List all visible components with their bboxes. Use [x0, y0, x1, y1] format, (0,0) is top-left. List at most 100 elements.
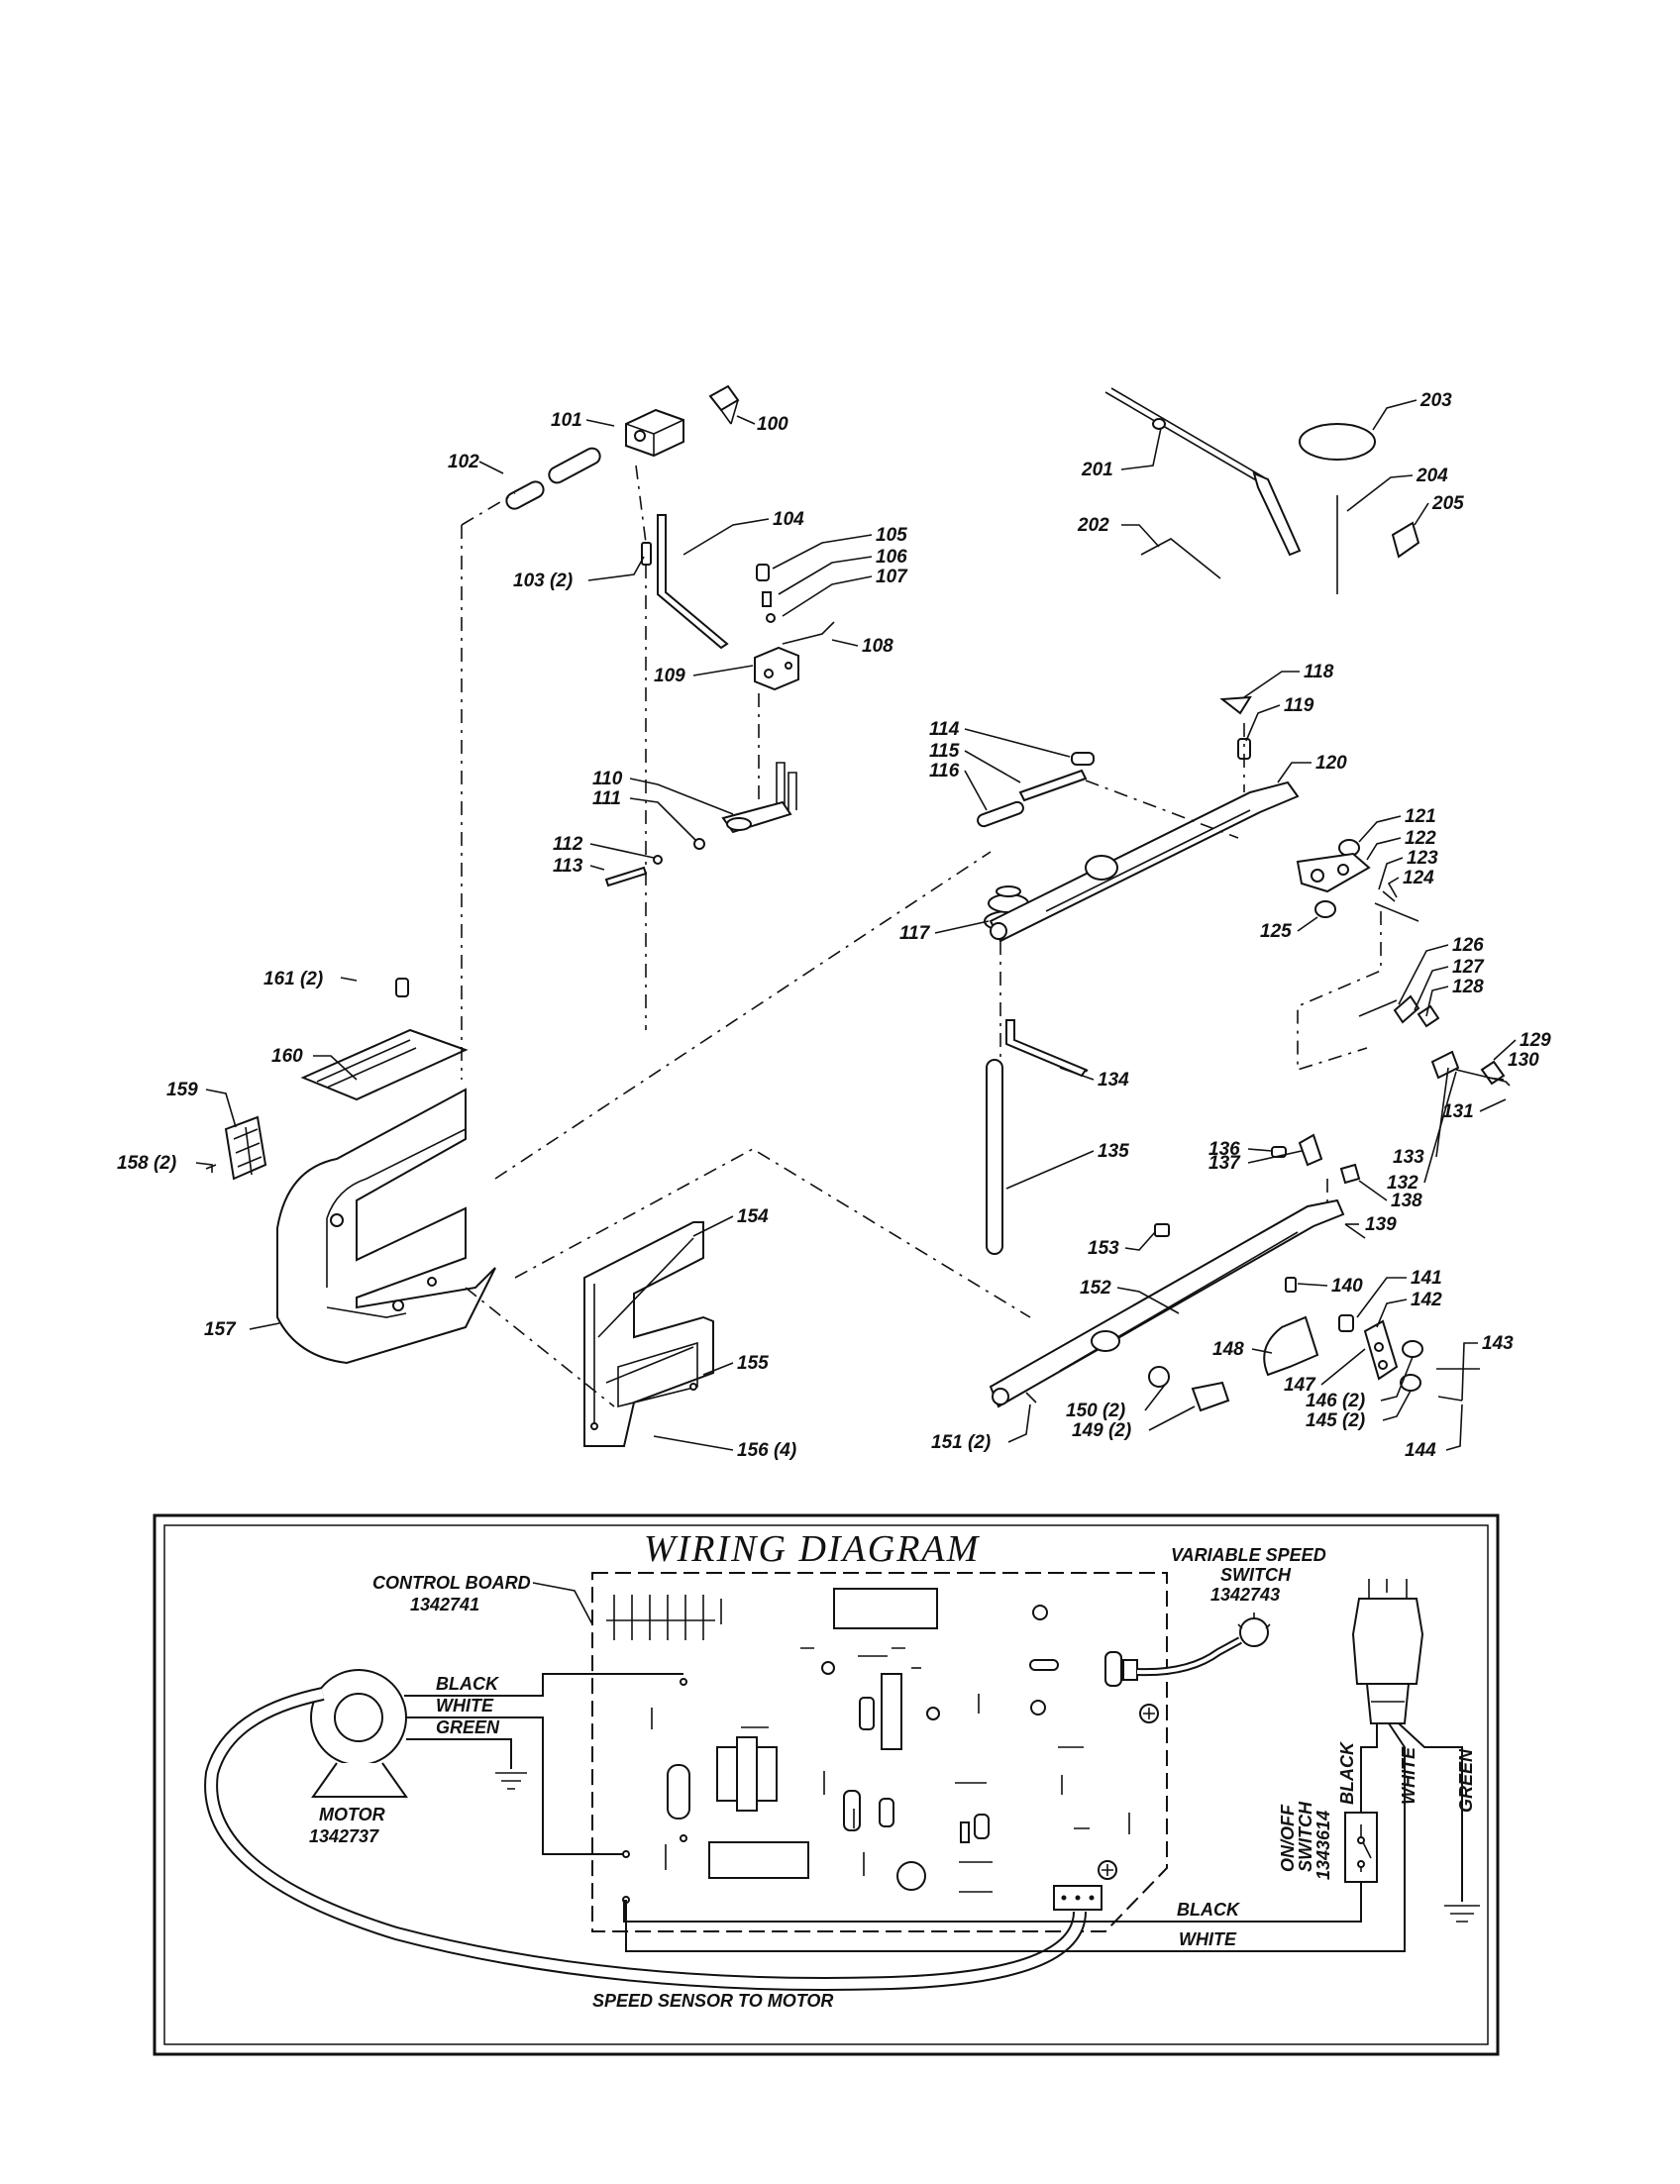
part-100-knob [708, 384, 740, 425]
callout-158: 158 (2) [117, 1153, 176, 1174]
callout-118: 118 [1304, 662, 1334, 682]
callout-129: 129 [1520, 1030, 1551, 1051]
part-108-spring-wire [782, 621, 835, 645]
part-152-lower-arm [989, 1198, 1345, 1408]
callout-154: 154 [737, 1206, 769, 1227]
motor-label: MOTOR [319, 1805, 385, 1824]
callout-125: 125 [1260, 921, 1292, 942]
mains-wire-white-label: WHITE [1399, 1746, 1418, 1805]
wiring-diagram-panel: WIRING DIAGRAM [153, 1513, 1500, 2056]
callout-111: 111 [592, 788, 621, 809]
callout-147: 147 [1284, 1375, 1316, 1396]
callout-121: 121 [1405, 806, 1436, 827]
part-105-107-screws [756, 564, 776, 623]
speed-sensor-label: SPEED SENSOR TO MOTOR [592, 1991, 833, 2011]
part-111-washer [693, 838, 705, 850]
callout-100: 100 [757, 414, 788, 435]
callout-130: 130 [1508, 1050, 1539, 1071]
callout-117: 117 [899, 923, 931, 944]
part-202-hex-key [1140, 538, 1221, 579]
callout-126: 126 [1452, 935, 1484, 956]
speed-switch-label-1: VARIABLE SPEED [1171, 1545, 1326, 1565]
callout-139: 139 [1365, 1214, 1397, 1235]
motor-wire-green-label: GREEN [436, 1717, 500, 1737]
callout-112: 112 [553, 834, 583, 855]
part-135-rod [986, 1059, 1003, 1255]
callout-135: 135 [1098, 1141, 1129, 1162]
bottom-wire-black-label: BLACK [1177, 1900, 1241, 1920]
part-134-l-rod [1005, 1019, 1088, 1078]
callout-146: 146 (2) [1306, 1391, 1365, 1411]
bottom-wire-white-label: WHITE [1179, 1929, 1237, 1949]
exploded-view [205, 384, 1511, 1447]
part-112-washer [653, 855, 663, 865]
callout-113: 113 [553, 856, 583, 877]
callout-115: 115 [929, 741, 960, 762]
callout-108: 108 [862, 636, 893, 657]
motor-part-number: 1342737 [309, 1826, 379, 1846]
assembly-center-lines [461, 465, 1382, 1407]
part-160-top-plate [300, 1028, 469, 1101]
callout-149: 149 (2) [1072, 1420, 1131, 1441]
part-201-blade-guard-rod [1104, 387, 1302, 557]
part-154-156-side-cover [583, 1221, 714, 1447]
callout-109: 109 [654, 666, 685, 686]
callout-122: 122 [1405, 828, 1436, 849]
callout-127: 127 [1452, 957, 1485, 978]
part-114-116-pin [977, 752, 1095, 828]
motor-wires [404, 1673, 683, 1855]
callout-140: 140 [1331, 1276, 1363, 1297]
callout-145: 145 (2) [1306, 1410, 1365, 1431]
callout-141: 141 [1411, 1268, 1442, 1289]
control-board-part-number: 1342741 [410, 1595, 479, 1614]
callout-101: 101 [551, 410, 582, 431]
callout-150: 150 (2) [1066, 1401, 1125, 1421]
callout-151: 151 (2) [931, 1432, 991, 1453]
callout-157: 157 [204, 1319, 237, 1340]
callout-136: 136 [1208, 1139, 1240, 1160]
part-101-block [625, 408, 684, 458]
speed-switch-part-number: 1342743 [1210, 1585, 1280, 1605]
part-120-upper-arm [989, 780, 1300, 943]
callout-110: 110 [592, 769, 623, 789]
callout-133: 133 [1393, 1147, 1424, 1168]
callout-153: 153 [1088, 1238, 1119, 1259]
callout-102: 102 [448, 452, 479, 472]
callout-203: 203 [1419, 390, 1452, 411]
callout-120: 120 [1315, 753, 1347, 774]
callout-201: 201 [1081, 460, 1113, 480]
control-board [591, 1572, 1168, 1932]
part-205-wing-nut [1391, 521, 1420, 559]
callout-137: 137 [1208, 1153, 1241, 1174]
part-109-clamp-block [754, 646, 799, 691]
callout-160: 160 [271, 1046, 303, 1067]
callout-148: 148 [1212, 1339, 1244, 1360]
callout-119: 119 [1284, 695, 1314, 716]
motor [310, 1669, 408, 1798]
motor-wire-white-label: WHITE [436, 1696, 494, 1716]
part-104-bent-rod [657, 514, 729, 650]
control-board-label: CONTROL BOARD [372, 1573, 531, 1593]
speed-switch-label-2: SWITCH [1220, 1565, 1292, 1585]
callout-131: 131 [1442, 1101, 1474, 1122]
part-157-frame-housing [276, 1088, 496, 1365]
mains-wire-green-label: GREEN [1456, 1748, 1476, 1813]
callout-142: 142 [1411, 1290, 1442, 1310]
on-off-switch [1344, 1812, 1378, 1883]
part-140-148-hardware [1263, 1277, 1480, 1402]
part-161-screw [395, 978, 409, 997]
callout-124: 124 [1403, 868, 1434, 888]
callout-104: 104 [773, 509, 804, 530]
callout-205: 205 [1431, 493, 1464, 514]
callout-116: 116 [929, 761, 960, 781]
part-110-hold-down [721, 762, 797, 834]
callout-106: 106 [876, 547, 907, 568]
callout-159: 159 [166, 1080, 198, 1100]
callout-128: 128 [1452, 977, 1484, 997]
part-151-screw [1025, 1392, 1037, 1404]
part-102-pins [505, 447, 601, 510]
part-153-block [1154, 1223, 1170, 1237]
motor-wire-black-label: BLACK [436, 1674, 500, 1694]
mains-wires [623, 1722, 1480, 1952]
callout-161: 161 (2) [263, 969, 323, 989]
